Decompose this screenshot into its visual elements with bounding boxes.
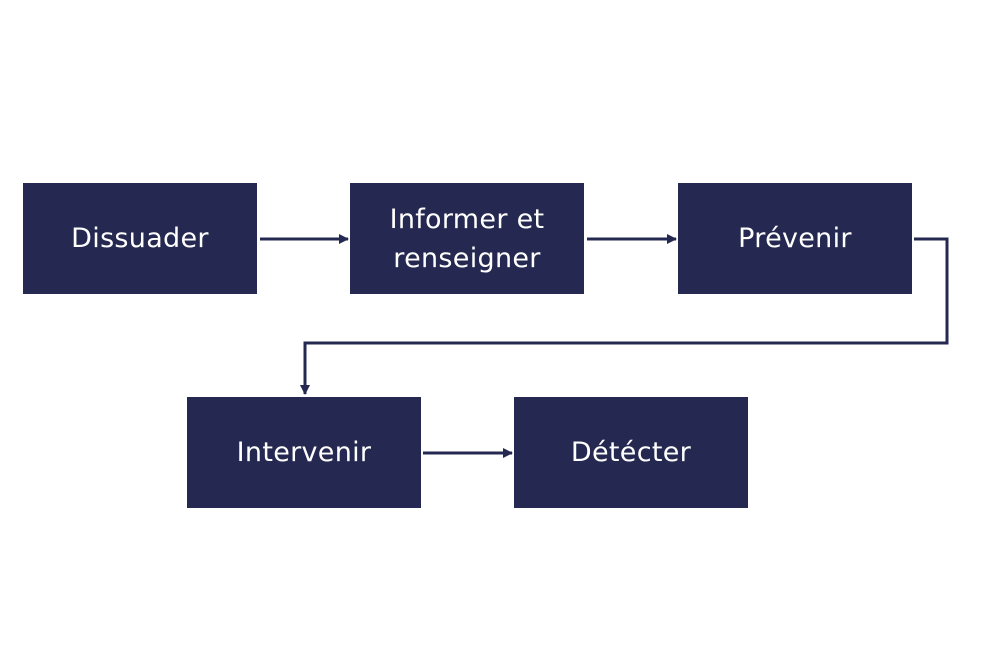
node-detecter-label: Détécter bbox=[570, 437, 692, 468]
node-informer-et-renseigner: Informer et renseigner bbox=[350, 183, 584, 294]
node-prevenir-label: Prévenir bbox=[738, 223, 852, 254]
node-prevenir: Prévenir bbox=[678, 183, 912, 294]
node-intervenir: Intervenir bbox=[187, 397, 421, 508]
node-detecter: Détécter bbox=[514, 397, 748, 508]
arrow-prevenir-to-intervenir bbox=[300, 237, 949, 395]
node-dissuader-label: Dissuader bbox=[71, 223, 209, 254]
node-informer-label: Informer et renseigner bbox=[389, 203, 545, 274]
node-intervenir-label: Intervenir bbox=[236, 437, 372, 468]
node-dissuader: Dissuader bbox=[23, 183, 257, 294]
